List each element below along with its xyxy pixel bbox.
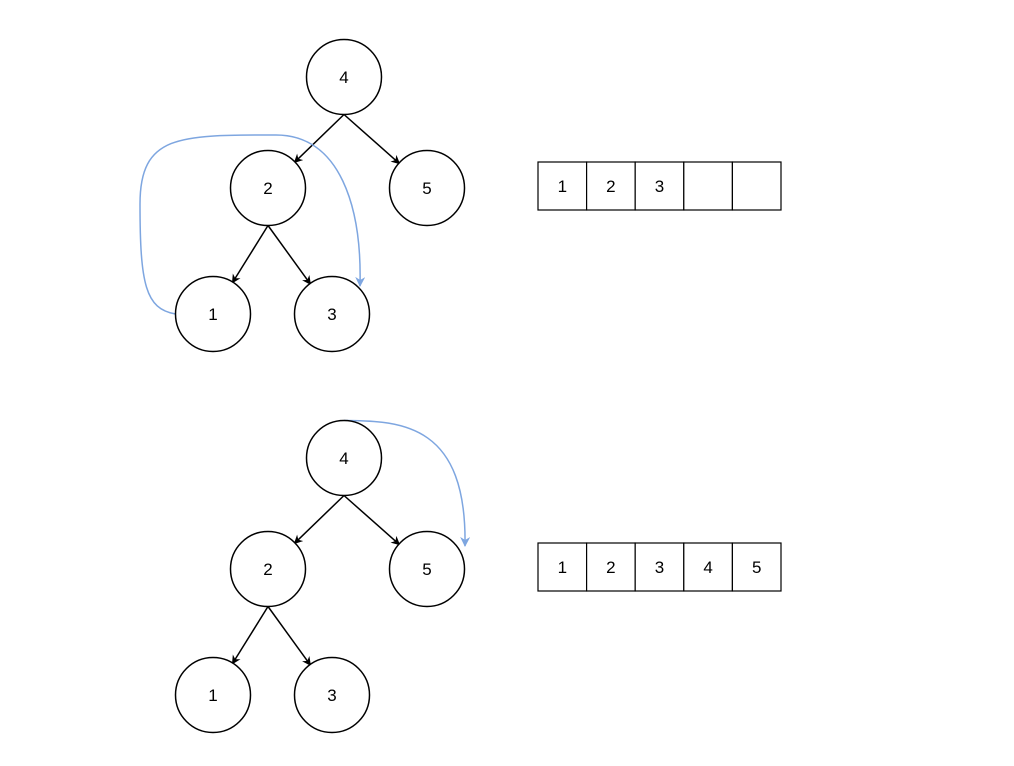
array-cell-box [585, 161, 636, 211]
node-circle [174, 275, 252, 353]
array-cell [683, 161, 733, 211]
array-cell-value: 4 [703, 558, 712, 577]
array-cell: 5 [731, 542, 782, 592]
node-label: 2 [263, 179, 272, 198]
array-cell-box [634, 542, 685, 592]
traversal-arrow [343, 419, 471, 547]
array-cell-box [537, 161, 588, 211]
panels-layer: 4 2 5 1 3 1 2 3 4 2 5 1 3 1 2 3 4 5 [139, 38, 782, 734]
node-label: 1 [208, 686, 217, 705]
tree-node-left-left: 1 [174, 656, 252, 734]
edge-root-left [293, 494, 345, 545]
edge-root-right [343, 113, 401, 165]
array-cell-box [634, 161, 685, 211]
array-cell-value: 2 [606, 558, 615, 577]
node-circle [388, 530, 466, 608]
array-cell-value: 1 [558, 177, 567, 196]
edge-root-right [343, 494, 401, 546]
node-label: 1 [208, 305, 217, 324]
edge-left-left_left [231, 225, 269, 284]
node-circle [388, 149, 466, 227]
node-circle [229, 149, 307, 227]
tree-node-root: 4 [305, 419, 383, 497]
node-circle [305, 419, 383, 497]
node-label: 5 [422, 179, 431, 198]
array-cell: 2 [585, 161, 636, 211]
array-cell: 1 [537, 542, 588, 592]
array-cell-box [683, 542, 733, 592]
node-circle [229, 530, 307, 608]
tree-node-left-right: 3 [293, 275, 371, 353]
tree-node-left: 2 [229, 530, 307, 608]
node-label: 5 [422, 560, 431, 579]
node-circle [174, 656, 252, 734]
traversal-arrow [139, 134, 366, 315]
array-cell-value: 3 [655, 177, 664, 196]
tree-node-right: 5 [388, 149, 466, 227]
array-cell-value: 5 [752, 558, 761, 577]
node-circle [293, 275, 371, 353]
array-cell-box [731, 542, 782, 592]
edge-left-left_left [231, 606, 269, 665]
tree-node-left-right: 3 [293, 656, 371, 734]
array-cell: 3 [634, 542, 685, 592]
node-label: 3 [327, 686, 336, 705]
node-label: 4 [339, 68, 348, 87]
array-cell: 3 [634, 161, 685, 211]
array-cell: 4 [683, 542, 733, 592]
array-cell: 1 [537, 161, 588, 211]
panel-top: 4 2 5 1 3 1 2 3 [139, 38, 782, 353]
tree-node-left: 2 [229, 149, 307, 227]
array-bottom: 1 2 3 4 5 [537, 542, 782, 592]
array-cell [731, 161, 782, 211]
array-cell-box [585, 542, 636, 592]
edge-left-left_right [267, 606, 312, 666]
array-cell-value: 1 [558, 558, 567, 577]
tree-node-left-left: 1 [174, 275, 252, 353]
array-cell-box [537, 542, 588, 592]
node-label: 2 [263, 560, 272, 579]
array-top: 1 2 3 [537, 161, 782, 211]
node-circle [293, 656, 371, 734]
tree-node-right: 5 [388, 530, 466, 608]
edge-root-left [293, 113, 345, 164]
node-circle [305, 38, 383, 116]
array-cell-value: 2 [606, 177, 615, 196]
array-cell-value: 3 [655, 558, 664, 577]
panel-bottom: 4 2 5 1 3 1 2 3 4 5 [174, 419, 782, 734]
edge-left-left_right [267, 225, 312, 285]
array-cell-box [683, 161, 733, 211]
array-cell: 2 [585, 542, 636, 592]
node-label: 3 [327, 305, 336, 324]
tree-node-root: 4 [305, 38, 383, 116]
node-label: 4 [339, 449, 348, 468]
array-cell-box [731, 161, 782, 211]
